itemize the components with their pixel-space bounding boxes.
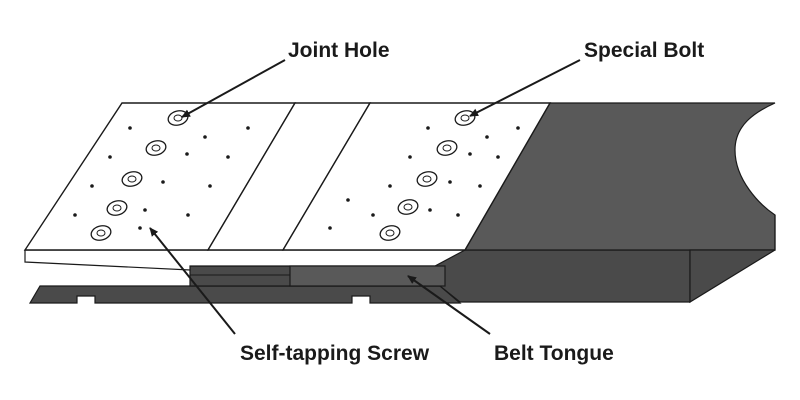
right-plate-hole-centers [385,114,470,237]
special-bolt-arrow [469,59,581,117]
right-plate-screw-dots [328,126,520,230]
lower-belt-strip [28,285,462,304]
belt-end-face [689,215,776,304]
left-plate-hole-centers [96,114,183,237]
self-tapping-screw-label: Self-tapping Screw [240,342,430,365]
joint-hole-arrow [181,59,286,118]
joint-hole-label: Joint Hole [288,39,390,62]
right-joint-plate [281,102,552,251]
belt-tongue-shape [289,265,446,287]
belt-tongue-arrow [407,275,491,335]
self-tapping-screw-arrow [149,227,236,335]
special-bolt-label: Special Bolt [584,39,705,62]
belt-top-surface [463,102,776,251]
left-plate-screw-dots [73,126,250,230]
belt-tongue-label: Belt Tongue [494,342,614,365]
